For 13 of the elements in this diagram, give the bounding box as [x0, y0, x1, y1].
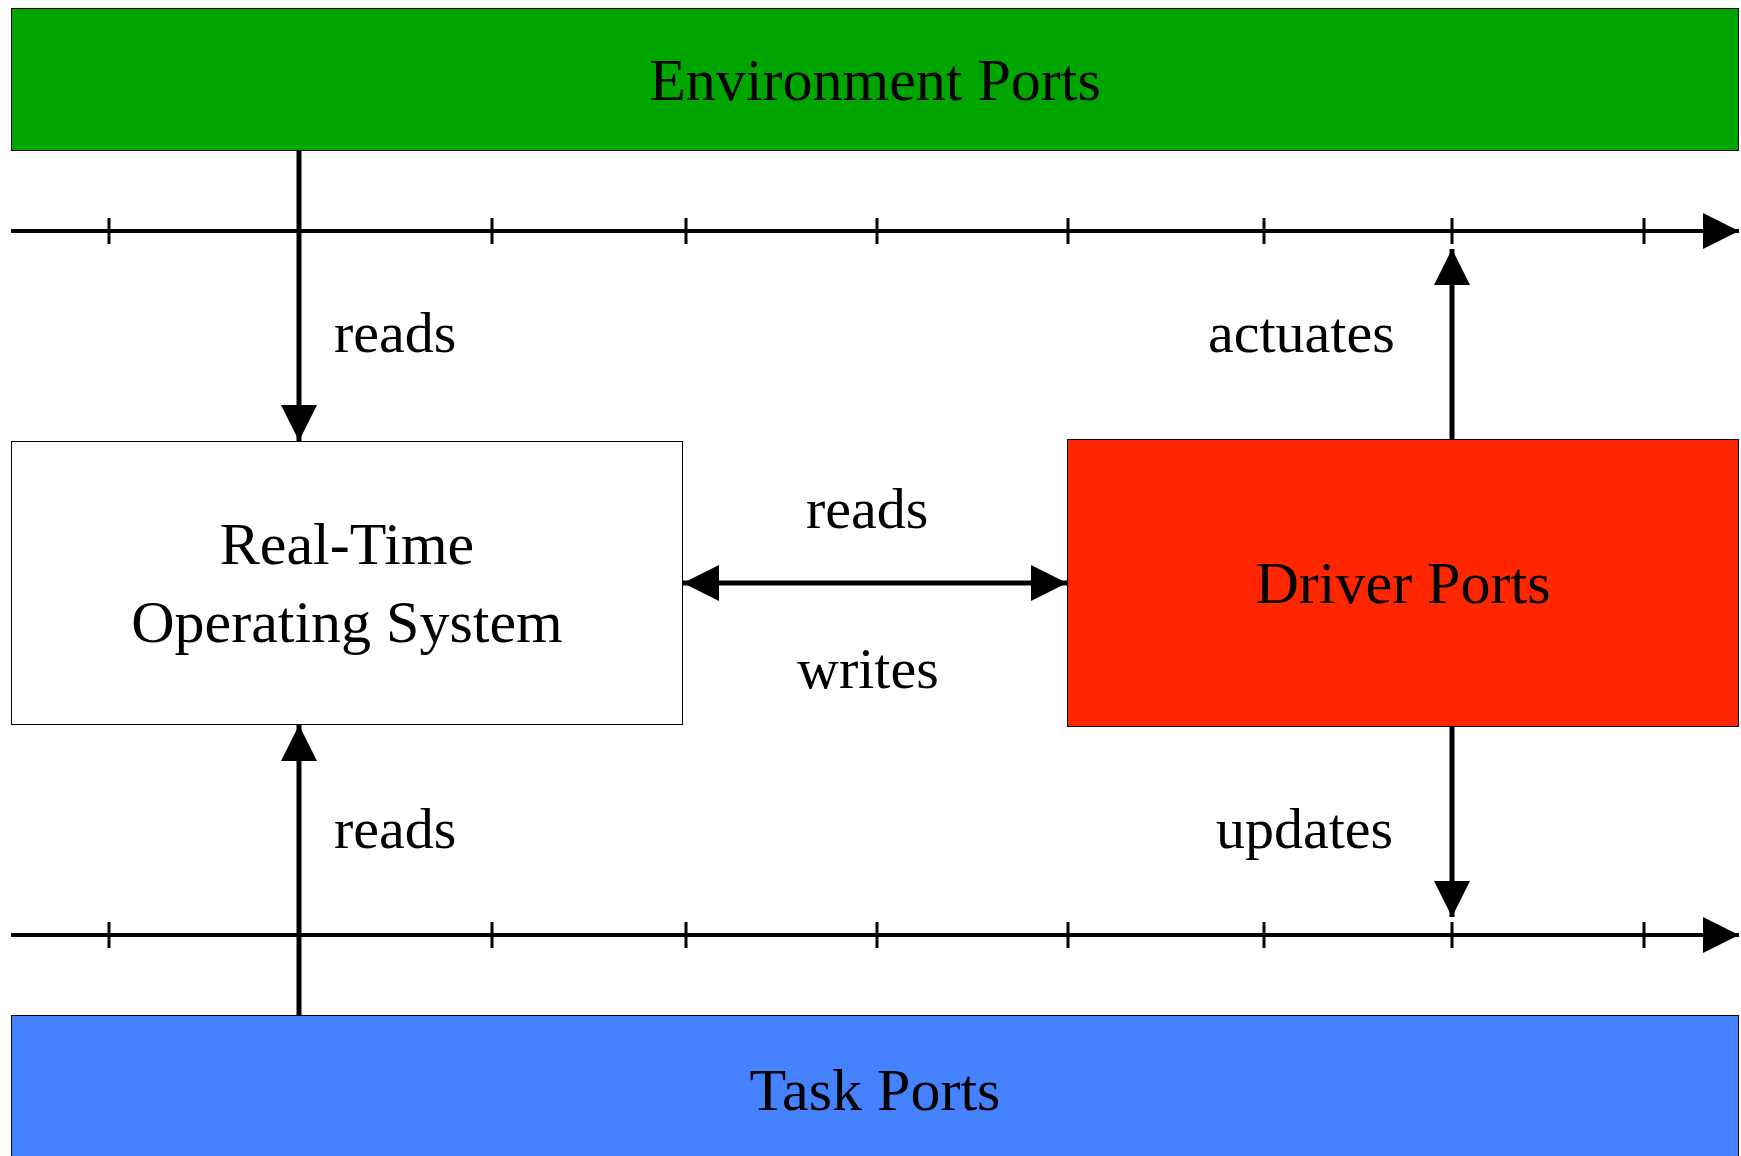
node-label: Environment Ports — [649, 45, 1101, 115]
arrow — [281, 151, 317, 441]
ports-band — [11, 1015, 1739, 1156]
arrow — [281, 725, 317, 1015]
node-label: Real-Time Operating System — [130, 510, 564, 657]
arrow — [1434, 249, 1470, 439]
node-label: Driver Ports — [1255, 549, 1551, 618]
system-box — [11, 441, 683, 725]
ports-band — [11, 8, 1739, 151]
arrow — [683, 565, 1067, 601]
ports-band — [1067, 439, 1739, 727]
node-label: Task Ports — [749, 1056, 1001, 1125]
arrow — [1434, 727, 1470, 917]
